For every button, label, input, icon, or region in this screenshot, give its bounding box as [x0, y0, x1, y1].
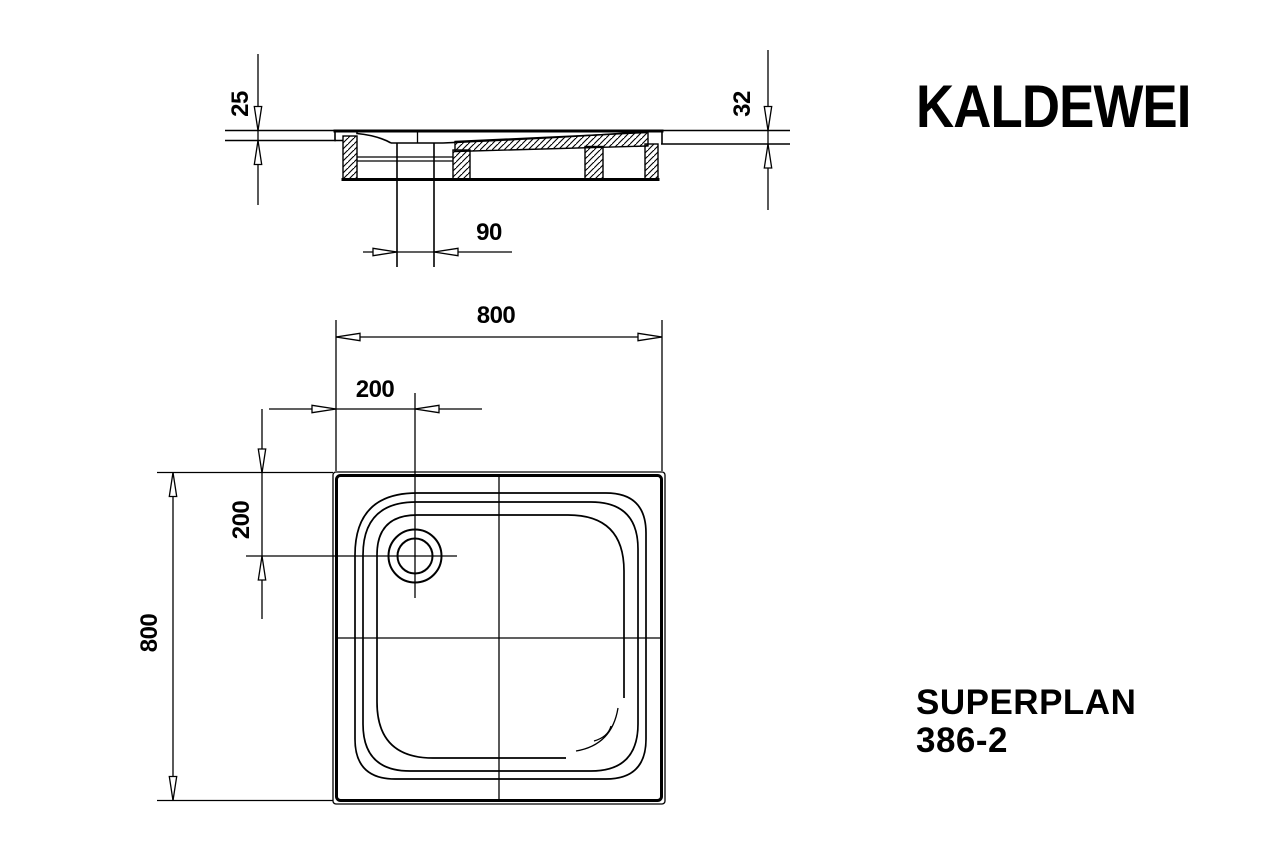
basin-contour-middle: [362, 501, 639, 772]
dim-90-arrow-right: [433, 247, 459, 257]
dim-25-arrow-bottom: [253, 140, 263, 166]
dimension-200-vertical: 200: [228, 409, 267, 619]
dim-200v-arrow-top: [257, 448, 267, 474]
dim-25-arrow-top: [253, 105, 263, 131]
plan-view: 800 200 200: [136, 302, 666, 805]
dim-25-label: 25: [227, 91, 254, 117]
kaldewei-logo: KALDEWEI: [916, 73, 1191, 140]
dim-800-left-label: 800: [136, 614, 163, 653]
basin-slope-line-2: [593, 725, 612, 742]
dimension-800-left: 800: [136, 471, 333, 802]
product-name: SUPERPLAN: [916, 683, 1137, 722]
dish-surface-left: [356, 131, 392, 144]
basin-contour-outer: [354, 492, 647, 780]
dim-800-left-arrow-bottom: [168, 775, 178, 801]
dimension-200-horizontal: 200: [269, 376, 482, 414]
dim-200v-label: 200: [228, 501, 255, 540]
section-left-wall: [342, 135, 358, 180]
product-name-block: SUPERPLAN 386-2: [916, 684, 1136, 760]
support-leg-right: [644, 143, 659, 181]
dim-800-top-label: 800: [477, 302, 516, 329]
product-model: 386-2: [916, 721, 1009, 760]
support-leg-left: [452, 149, 471, 181]
dimension-32: 32: [729, 50, 773, 210]
dim-90-arrow-left: [372, 247, 398, 257]
dimension-800-top: 800: [335, 302, 663, 471]
support-leg-middle: [584, 145, 604, 181]
dim-200v-arrow-bottom: [257, 555, 267, 581]
dim-200h-label: 200: [356, 376, 395, 403]
tray-left-lip: [334, 131, 343, 142]
dim-32-arrow-bottom: [763, 143, 773, 169]
dim-90-label: 90: [476, 219, 502, 246]
section-view: 25 32 90: [225, 50, 790, 267]
basin-contour-inner: [376, 514, 625, 759]
dim-200h-arrow-right: [414, 404, 440, 414]
dim-800-left-arrow-top: [168, 472, 178, 498]
dim-200h-arrow-left: [311, 404, 337, 414]
dim-32-label: 32: [729, 91, 756, 117]
dim-32-arrow-top: [763, 105, 773, 131]
dim-800-top-arrow-right: [637, 332, 663, 342]
basin-slope-line-1: [575, 707, 619, 752]
dim-800-top-arrow-left: [335, 332, 361, 342]
tray-outline-outer: [332, 471, 666, 805]
support-band: [454, 131, 649, 153]
dimension-25: 25: [227, 54, 263, 205]
dimension-90: 90: [363, 219, 512, 257]
